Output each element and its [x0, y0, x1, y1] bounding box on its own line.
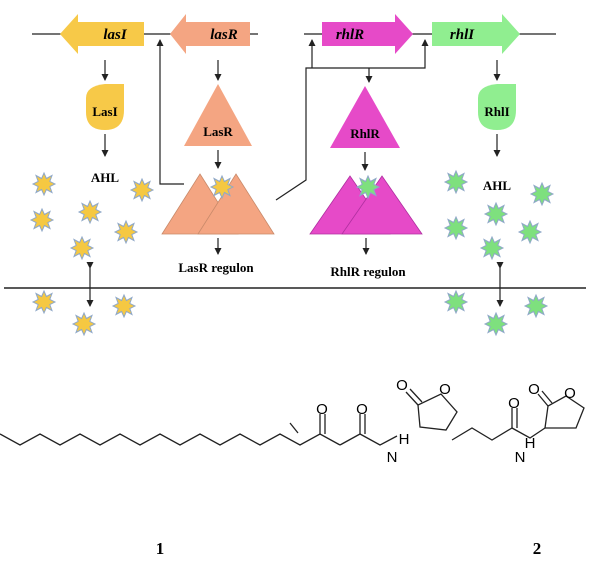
ahl-cluster-left [30, 172, 154, 336]
ahl-star-icon [480, 236, 504, 260]
gene-arrow-icon [170, 14, 250, 54]
gene-lasI: lasI [60, 14, 144, 54]
gene-arrow-icon [322, 14, 413, 54]
c1-atom-H: H [399, 431, 410, 448]
gene-rhlR: rhlR [322, 14, 413, 54]
c1-atom-N: N [387, 449, 398, 466]
ahl-star-icon [32, 290, 56, 314]
lasr-regulon-label: LasR regulon [178, 260, 254, 275]
ahl-star-icon [444, 290, 468, 314]
ahl-star-icon [130, 178, 154, 202]
protein-droplet-icon [86, 84, 124, 130]
ahl-star-icon [72, 312, 96, 336]
ahl-star-icon [32, 172, 56, 196]
lasR-complex [161, 173, 275, 235]
c2-atom-O-carbonyl: O [528, 381, 540, 398]
c2-atom-H: H [525, 435, 536, 452]
gene-rhlI: rhlI [432, 14, 520, 54]
protein-RhlI: RhlI [478, 84, 516, 130]
protein-triangle-icon [330, 86, 400, 148]
rhlR-complex [309, 175, 423, 235]
protein-RhlI-label: RhlI [484, 104, 509, 119]
ahl-star-icon [356, 175, 380, 199]
ahl-star-icon [112, 294, 136, 318]
gene-lasR-label: lasR [210, 27, 238, 43]
ahl-star-icon [484, 202, 508, 226]
ahl-cluster-right [444, 170, 554, 336]
ahl-star-icon [30, 208, 54, 232]
compound-1-structure [0, 388, 458, 446]
receptor-complex-icon [341, 175, 423, 235]
gene-lasR: lasR [170, 14, 250, 54]
ahl-star-icon [530, 182, 554, 206]
ahl-label-right: AHL [483, 178, 512, 193]
ahl-star-icon [484, 312, 508, 336]
c2-atom-O-amide: O [508, 395, 520, 412]
ahl-star-icon [524, 294, 548, 318]
c1-atom-O-carbonyl: O [396, 377, 408, 394]
ahl-star-icon [78, 200, 102, 224]
ahl-star-icon [210, 175, 234, 199]
rhlr-regulon-label: RhlR regulon [330, 264, 406, 279]
ahl-star-icon [444, 170, 468, 194]
ahl-star-icon [114, 220, 138, 244]
c2-atom-O-ring: O [564, 385, 576, 402]
protein-LasR: LasR [184, 84, 252, 146]
protein-RhlR: RhlR [330, 86, 400, 148]
compound-1-label: 1 [156, 539, 165, 558]
protein-triangle-icon [184, 84, 252, 146]
compound-2-structure [451, 390, 585, 441]
protein-LasR-label: LasR [203, 124, 233, 139]
gene-arrow-icon [60, 14, 144, 54]
ahl-label-left: AHL [91, 170, 120, 185]
protein-droplet-icon [478, 84, 516, 130]
ahl-star-icon [70, 236, 94, 260]
gene-lasI-label: lasI [103, 27, 128, 43]
ahl-star-icon [444, 216, 468, 240]
gene-arrow-icon [432, 14, 520, 54]
receptor-complex-icon [197, 173, 275, 235]
gene-rhlI-label: rhlI [450, 27, 475, 43]
protein-LasI-label: LasI [92, 104, 117, 119]
c2-atom-N: N [515, 449, 526, 466]
c1-atom-O-amide: O [356, 401, 368, 418]
compound-2-label: 2 [533, 539, 542, 558]
ahl-star-icon [518, 220, 542, 244]
gene-rhlR-label: rhlR [336, 27, 364, 43]
c1-atom-O-ring: O [439, 381, 451, 398]
c1-atom-O-keto: O [316, 401, 328, 418]
protein-LasI: LasI [86, 84, 124, 130]
protein-RhlR-label: RhlR [350, 126, 380, 141]
